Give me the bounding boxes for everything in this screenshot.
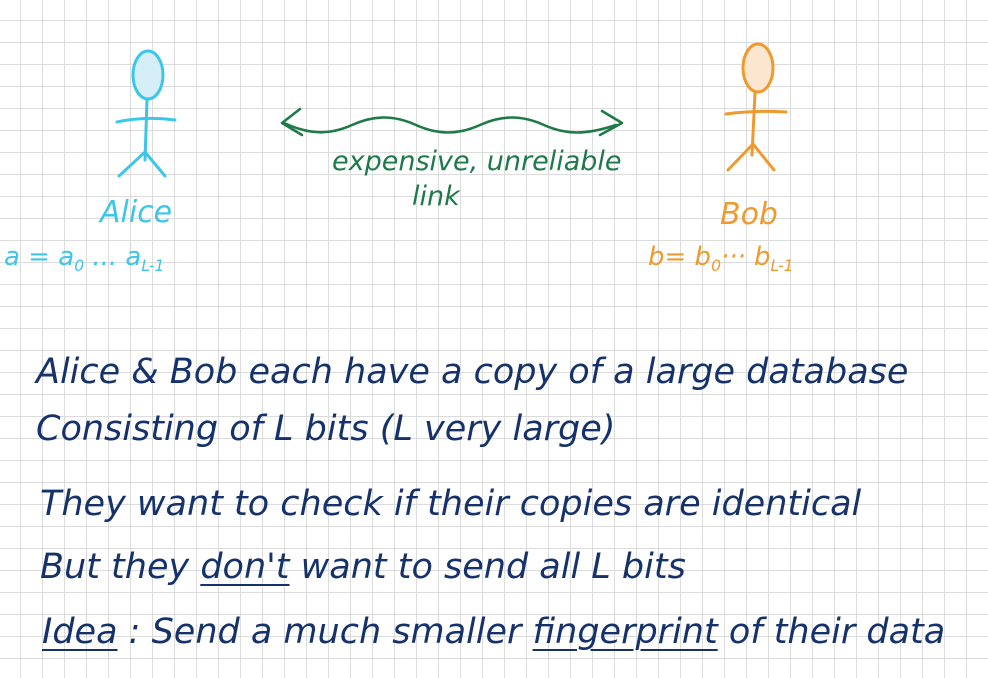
note-line-1: Alice & Bob each have a copy of a large … xyxy=(36,352,909,392)
alice-vector: a = a0 ... aL-1 xyxy=(4,244,164,275)
bob-stick-figure-icon xyxy=(724,42,788,172)
note-line-5: Idea : Send a much smaller fingerprint o… xyxy=(42,615,945,650)
bob-vector-prefix: b= b xyxy=(648,242,712,272)
bob-vector-sub-last: L-1 xyxy=(770,257,794,276)
alice-vector-prefix: a = a xyxy=(4,242,75,272)
note-line-4: But they don't want to send all L bits xyxy=(40,550,686,585)
note-line-4-end: want to send all L bits xyxy=(289,547,686,587)
note-line-5-middle: : Send a much smaller xyxy=(117,612,533,652)
note-line-4-underlined: don't xyxy=(200,547,290,587)
note-line-5-end: of their data xyxy=(717,612,946,652)
idea-label: Idea xyxy=(42,612,118,652)
fingerprint-word: fingerprint xyxy=(532,612,718,652)
alice-name: Alice xyxy=(100,195,173,230)
bob-name: Bob xyxy=(720,197,778,232)
bob-vector: b= b0··· bL-1 xyxy=(648,244,794,275)
wavy-double-arrow-icon xyxy=(280,107,624,137)
link-label-line1: expensive, unreliable xyxy=(332,146,622,177)
bob-vector-sub-first: 0 xyxy=(711,257,721,276)
note-line-4-start: But they xyxy=(40,547,201,587)
note-line-3: They want to check if their copies are i… xyxy=(40,484,862,524)
alice-vector-sub-first: 0 xyxy=(74,257,85,276)
alice-vector-sub-last: L-1 xyxy=(141,257,165,276)
link-label-line2: link xyxy=(412,181,460,212)
alice-vector-middle: ... a xyxy=(84,242,142,272)
bob-vector-middle: ··· b xyxy=(720,242,771,272)
note-line-2: Consisting of L bits (L very large) xyxy=(36,409,616,449)
alice-stick-figure-icon xyxy=(115,49,177,178)
